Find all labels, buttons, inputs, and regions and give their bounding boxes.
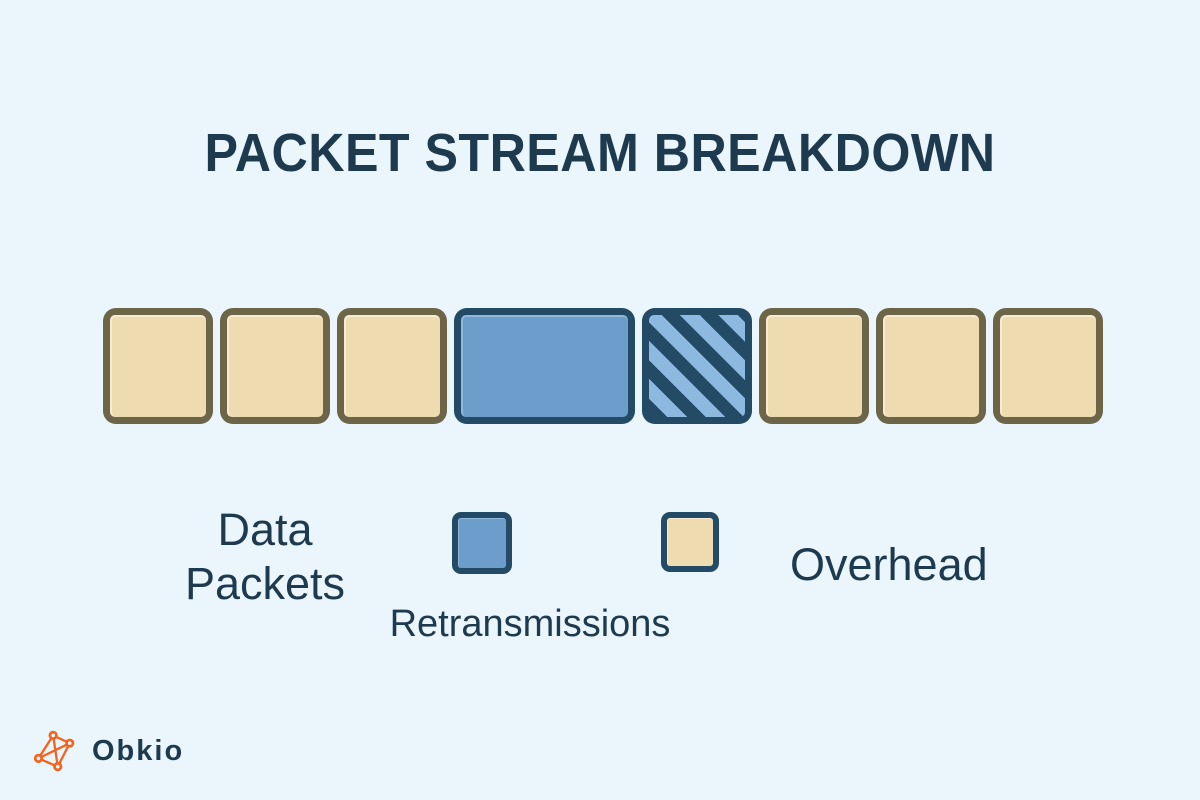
swatch-fill bbox=[667, 518, 713, 566]
packet-block-overhead-4 bbox=[759, 308, 869, 424]
packet-block-retransmission bbox=[642, 308, 752, 424]
packet-fill bbox=[1000, 315, 1096, 417]
packet-fill bbox=[461, 315, 628, 417]
packet-block-overhead-2 bbox=[220, 308, 330, 424]
page-title: PACKET STREAM BREAKDOWN bbox=[204, 123, 996, 183]
packet-block-overhead-1 bbox=[103, 308, 213, 424]
packet-block-data bbox=[454, 308, 635, 424]
packet-block-overhead-5 bbox=[876, 308, 986, 424]
packet-block-overhead-3 bbox=[337, 308, 447, 424]
legend-label-overhead: Overhead bbox=[790, 539, 988, 590]
packet-block-overhead-6 bbox=[993, 308, 1103, 424]
packet-fill bbox=[344, 315, 440, 417]
obkio-network-icon bbox=[33, 730, 75, 772]
legend-swatch-retransmissions bbox=[452, 512, 512, 574]
legend-swatch-overhead bbox=[661, 512, 719, 572]
packet-hatch-fill bbox=[649, 315, 745, 417]
packet-fill bbox=[883, 315, 979, 417]
legend-label-retransmissions: Retransmissions bbox=[389, 603, 671, 645]
packet-fill bbox=[227, 315, 323, 417]
brand-name: Obkio bbox=[92, 734, 185, 767]
packet-stream-row bbox=[103, 308, 1103, 424]
swatch-fill bbox=[458, 518, 506, 568]
legend-label-data-packets: Data Packets bbox=[184, 504, 346, 609]
brand-logo: Obkio bbox=[32, 728, 184, 774]
packet-fill bbox=[110, 315, 206, 417]
packet-fill bbox=[766, 315, 862, 417]
